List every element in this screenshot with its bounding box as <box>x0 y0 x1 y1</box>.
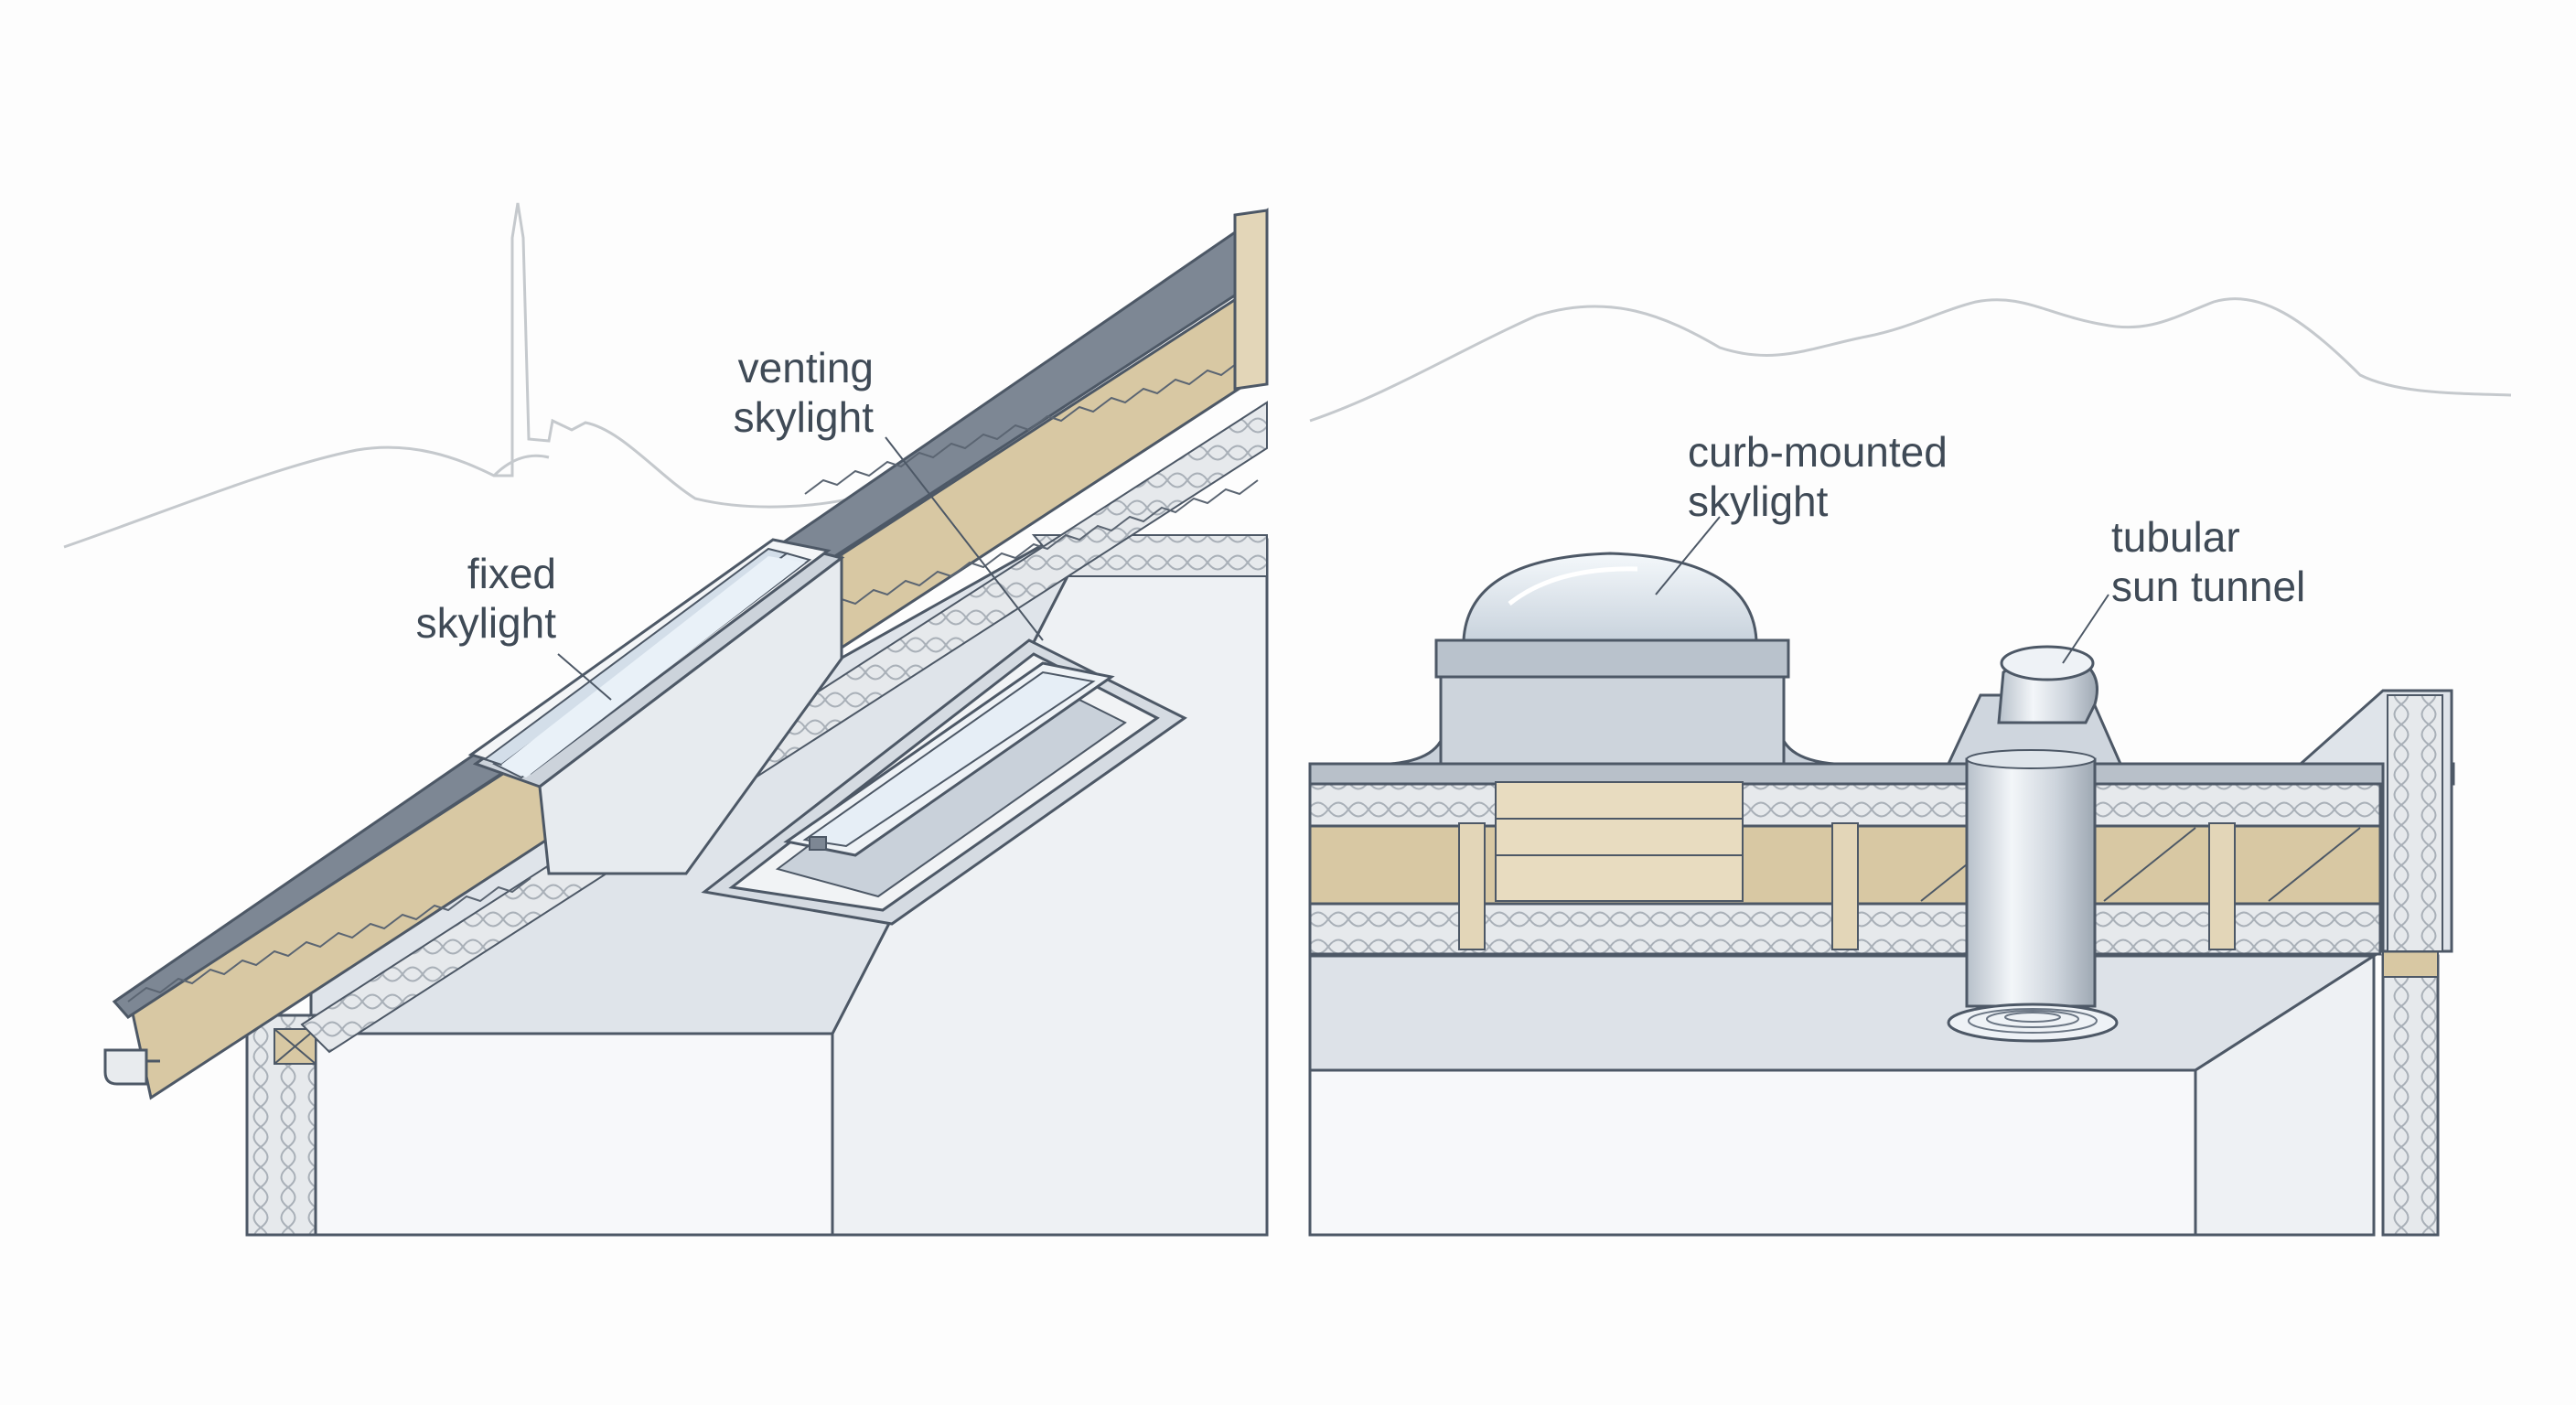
label-fixed-line2: skylight <box>416 599 557 647</box>
parapet-insulation <box>2387 694 2443 952</box>
interior-side-wall-right <box>2194 953 2376 1237</box>
shingle-texture-top <box>804 359 1254 495</box>
roof-membrane <box>1308 762 2455 786</box>
skyline-left <box>63 202 870 549</box>
curb-light-shaft <box>1495 781 1744 902</box>
ridge-board <box>1233 209 1269 391</box>
shingle-texture <box>127 479 1259 1003</box>
label-venting-line1: venting <box>738 344 874 391</box>
fixed-skylight-glazing <box>501 556 805 778</box>
venting-skylight-sash-glass <box>802 670 1096 848</box>
label-venting-line2: skylight <box>734 393 875 441</box>
tunnel-diffuser-ring-2 <box>1986 1010 2079 1028</box>
label-fixed-line1: fixed <box>467 550 556 597</box>
joist-1 <box>1458 822 1486 950</box>
interior-front-wall <box>314 1032 834 1237</box>
wall-top-plate-right <box>2382 950 2439 978</box>
fixed-skylight-curb-inner <box>538 554 843 875</box>
joist-2 <box>1831 822 1859 950</box>
tunnel-diffuser-ring-3 <box>2004 1012 2061 1023</box>
interior-ceiling-plane <box>1308 954 2379 1072</box>
tunnel-tube <box>1965 757 2097 1008</box>
interior-front-wall-right <box>1308 1068 2197 1237</box>
dome-highlight <box>1508 566 1638 606</box>
curb-cap <box>1434 638 1790 679</box>
curb-mounted-skylight <box>1390 552 1835 902</box>
label-curb-line2: skylight <box>1688 477 1829 525</box>
leader-venting-skylight <box>885 436 1044 641</box>
skyline-right <box>1309 297 2512 423</box>
tunnel-diffuser-ring-1 <box>1968 1008 2098 1034</box>
panel-divider <box>1269 183 1307 1244</box>
right-panel-flat-roof: curb-mounted skylight tubular sun tunnel <box>1308 297 2512 1237</box>
venting-skylight <box>701 638 1187 926</box>
leader-fixed-skylight <box>557 653 612 701</box>
skyline-left-tower <box>492 454 550 477</box>
exterior-wall-insulation-right <box>2381 954 2440 1237</box>
fixed-skylight <box>467 538 845 875</box>
skylight-dome <box>1462 552 1758 642</box>
label-tubular-line1: tubular <box>2111 513 2240 561</box>
curb-box <box>1439 670 1786 766</box>
leader-tubular-sun-tunnel <box>2062 594 2109 664</box>
label-tubular-line2: sun tunnel <box>2111 563 2305 610</box>
label-curb-line1: curb-mounted <box>1688 428 1948 476</box>
tunnel-cap-top <box>2000 645 2095 681</box>
tubular-sun-tunnel <box>1946 645 2123 1043</box>
gutter <box>103 1048 148 1086</box>
tunnel-tube-top <box>1966 749 2096 769</box>
left-panel-pitched-roof: fixed skylight venting skylight <box>63 202 1269 1237</box>
joist-3 <box>2208 822 2236 950</box>
venting-skylight-crank <box>809 836 827 851</box>
upper-insulation-layer <box>1308 780 2382 828</box>
leader-curb-mounted-skylight <box>1655 516 1721 595</box>
